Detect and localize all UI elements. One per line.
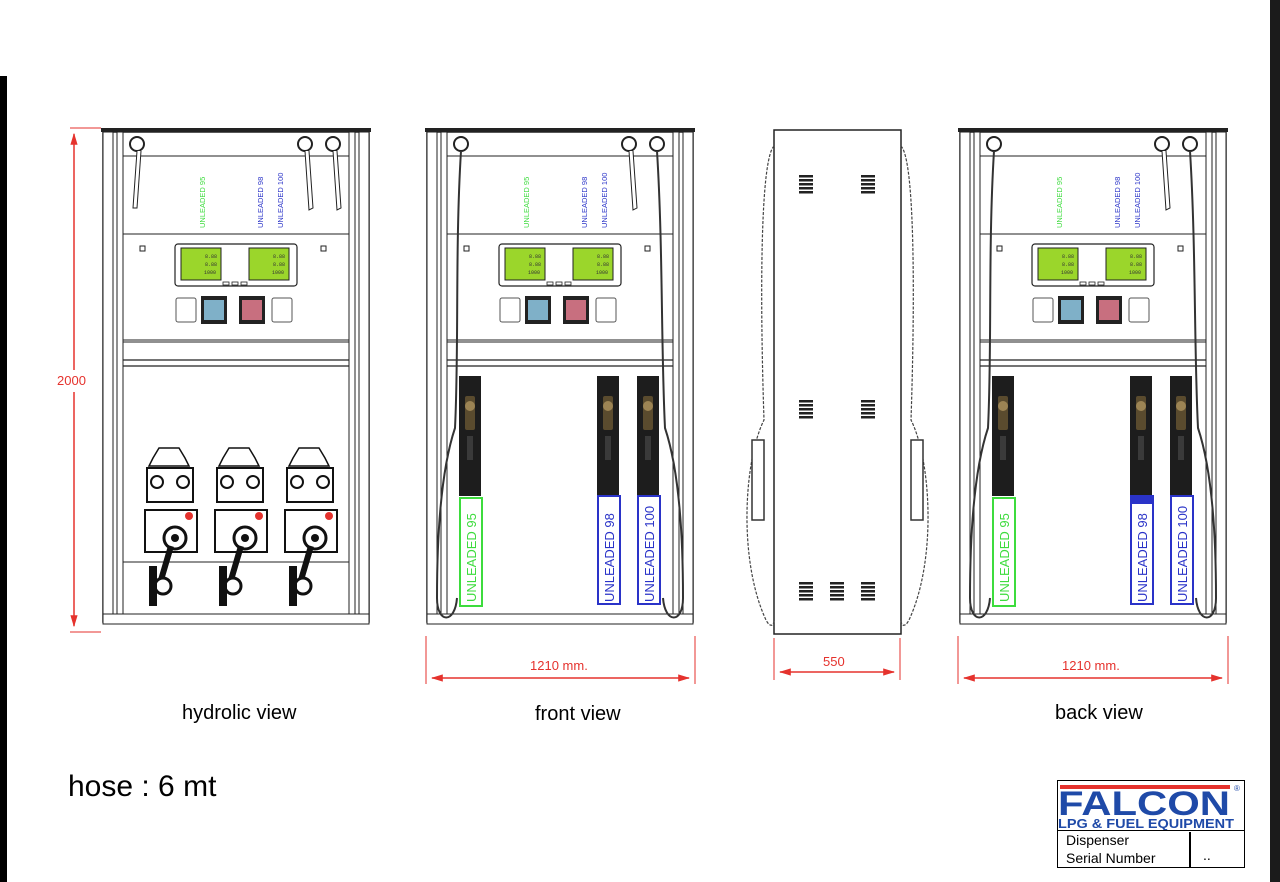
back-head-label-98: UNLEADED 98 bbox=[1113, 177, 1122, 228]
title-block-divider bbox=[1189, 832, 1191, 868]
front-panel-label-100: UNLEADED 100 bbox=[642, 506, 657, 602]
front-width-label: 1210 mm. bbox=[530, 658, 588, 673]
head-label-95: UNLEADED 95 bbox=[198, 177, 207, 228]
back-view-drawing: UNLEADED 95 UNLEADED 98 UNLEADED 100 UNL… bbox=[957, 127, 1229, 625]
side-view-drawing bbox=[746, 129, 929, 635]
front-view-caption: front view bbox=[535, 703, 621, 725]
side-width-label: 550 bbox=[823, 654, 845, 669]
side-width-dimension: 550 bbox=[773, 638, 901, 680]
height-dimension: 2000 bbox=[57, 127, 101, 633]
front-panel-label-98: UNLEADED 98 bbox=[602, 513, 617, 602]
height-dimension-label: 2000 bbox=[57, 373, 86, 388]
title-block-dispenser: Dispenser bbox=[1066, 832, 1130, 848]
front-head-label-98: UNLEADED 98 bbox=[580, 177, 589, 228]
back-width-label: 1210 mm. bbox=[1062, 658, 1120, 673]
brand-mark: ® bbox=[1234, 784, 1240, 793]
back-head-label-95: UNLEADED 95 bbox=[1055, 177, 1064, 228]
back-view-caption: back view bbox=[1055, 702, 1143, 724]
hydrolic-view-drawing: UNLEADED 95 UNLEADED 98 UNLEADED 100 bbox=[100, 127, 372, 625]
back-panel-label-100: UNLEADED 100 bbox=[1175, 506, 1190, 602]
back-head-label-100: UNLEADED 100 bbox=[1133, 173, 1142, 228]
head-label-100: UNLEADED 100 bbox=[276, 173, 285, 228]
falcon-logo: FALCON ® LPG & FUEL EQUIPMENT bbox=[1058, 781, 1244, 831]
right-border-bar bbox=[1270, 0, 1280, 882]
title-block-serial-label: Serial Number bbox=[1066, 850, 1156, 866]
brand-name: FALCON bbox=[1058, 785, 1230, 823]
front-head-label-95: UNLEADED 95 bbox=[522, 177, 531, 228]
back-panel-label-98: UNLEADED 98 bbox=[1135, 513, 1150, 602]
front-panel-label-95: UNLEADED 95 bbox=[464, 513, 479, 602]
back-panel-label-95: UNLEADED 95 bbox=[997, 513, 1012, 602]
back-width-dimension: 1210 mm. bbox=[957, 636, 1229, 684]
front-head-label-100: UNLEADED 100 bbox=[600, 173, 609, 228]
hydrolic-view-caption: hydrolic view bbox=[182, 702, 297, 724]
front-width-dimension: 1210 mm. bbox=[425, 636, 696, 684]
title-block-serial-value: .. bbox=[1203, 847, 1211, 863]
brand-subtitle: LPG & FUEL EQUIPMENT bbox=[1058, 816, 1234, 830]
left-border-bar bbox=[0, 76, 7, 882]
front-view-drawing: UNLEADED 95 UNLEADED 98 UNLEADED 100 UNL… bbox=[424, 127, 696, 625]
hose-note: hose : 6 mt bbox=[68, 770, 217, 803]
head-label-98: UNLEADED 98 bbox=[256, 177, 265, 228]
title-block: FALCON ® LPG & FUEL EQUIPMENT Dispenser … bbox=[1057, 780, 1245, 868]
